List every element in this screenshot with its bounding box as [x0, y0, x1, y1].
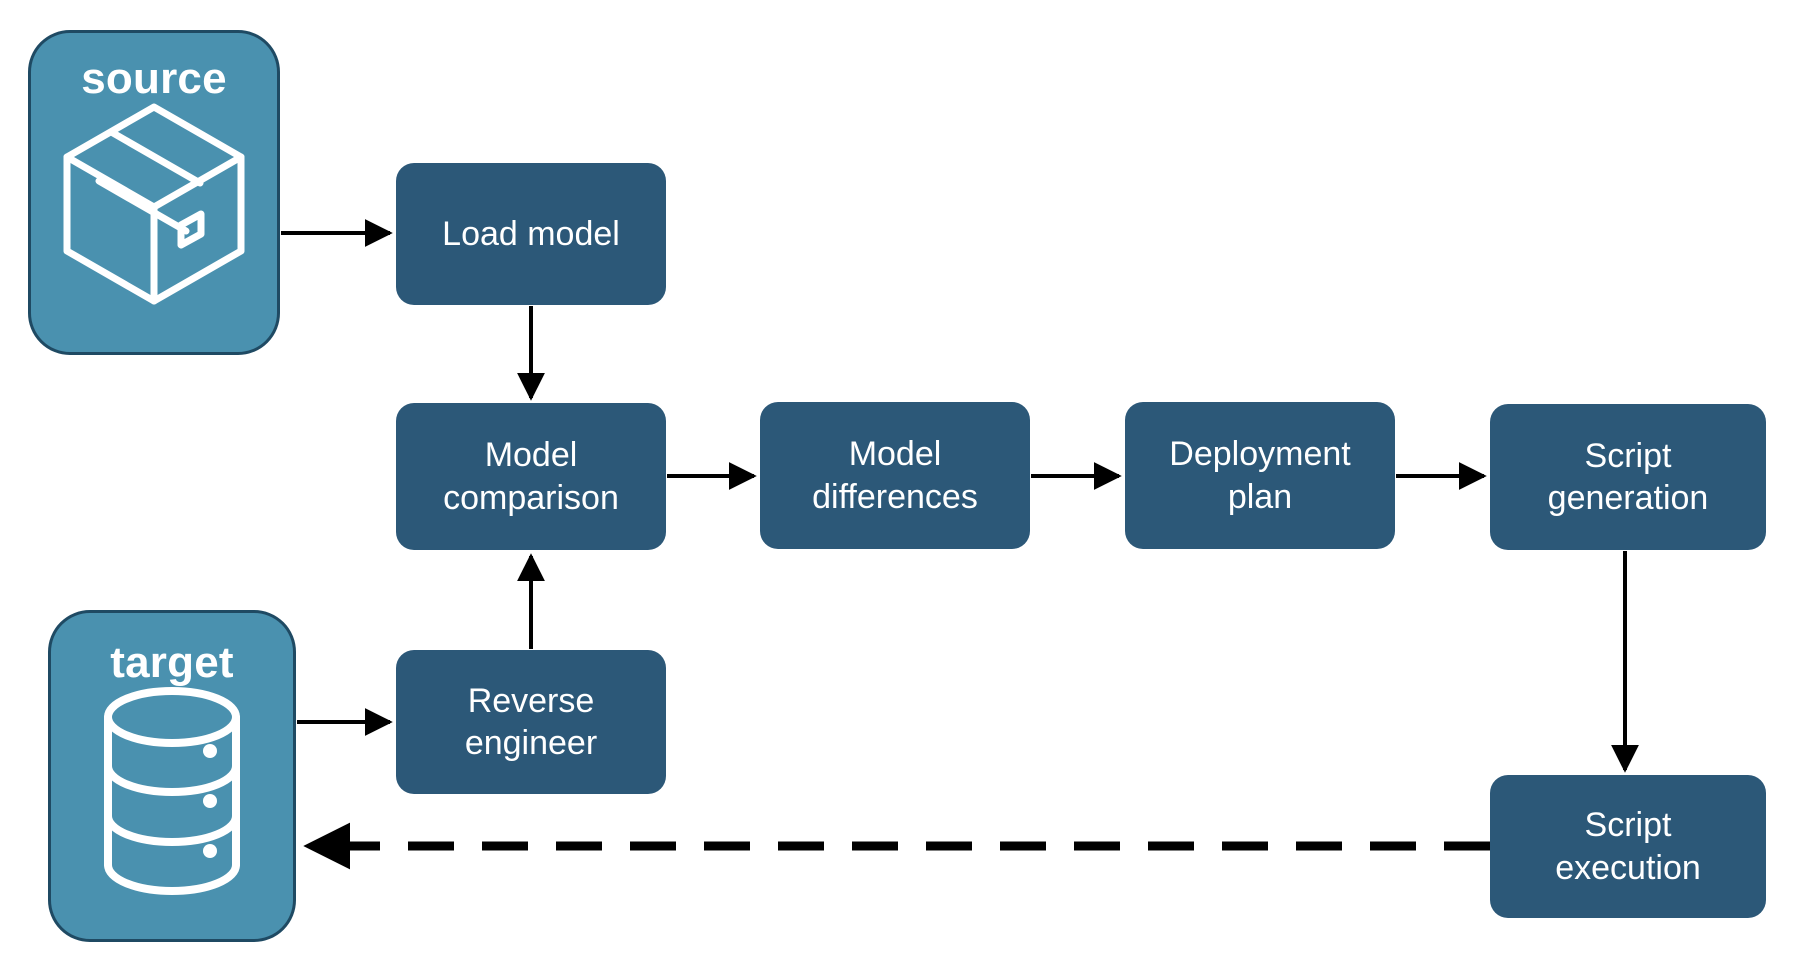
node-script-generation[interactable]: Script generation — [1490, 404, 1766, 550]
node-model-comparison[interactable]: Model comparison — [396, 403, 666, 550]
endpoint-target[interactable]: target — [48, 610, 296, 942]
node-deployment-plan-label: Deployment plan — [1169, 435, 1351, 516]
database-cylinder-icon — [92, 685, 252, 902]
node-script-generation-label: Script generation — [1547, 436, 1709, 518]
node-deployment-plan[interactable]: Deployment plan — [1125, 402, 1395, 549]
node-reverse-engineer[interactable]: Reverse engineer — [396, 650, 666, 794]
node-reverse-engineer-label: Reverse engineer — [464, 681, 598, 763]
node-model-comparison-label: Model comparison — [443, 436, 619, 517]
node-model-differences[interactable]: Model differences — [760, 402, 1030, 549]
endpoint-source-label: source — [81, 54, 227, 103]
package-box-icon — [61, 101, 247, 312]
node-load-model-label: Load model — [442, 214, 620, 253]
node-script-execution[interactable]: Script execution — [1490, 775, 1766, 918]
endpoint-source[interactable]: source — [28, 30, 280, 355]
node-load-model[interactable]: Load model — [396, 163, 666, 305]
endpoint-target-label: target — [110, 638, 234, 687]
node-script-execution-label: Script execution — [1555, 806, 1701, 887]
node-model-differences-label: Model differences — [812, 435, 978, 516]
